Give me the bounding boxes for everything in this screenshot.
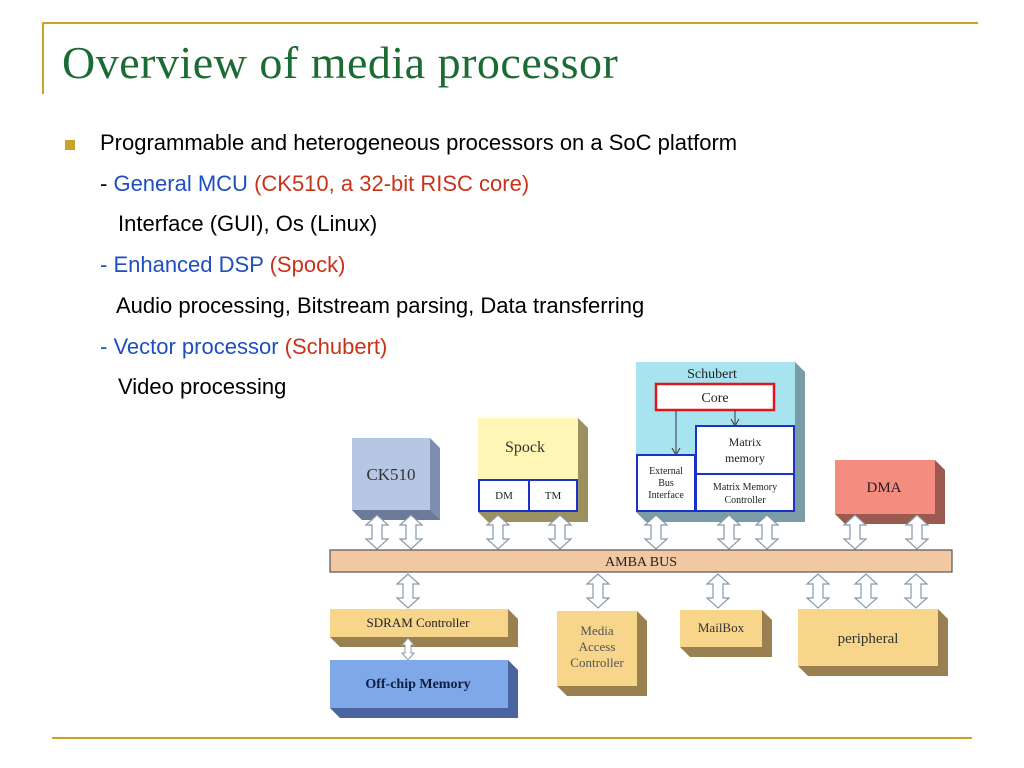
core-label: Core (701, 391, 728, 406)
dsp-name: - Enhanced DSP (100, 252, 264, 277)
offchip-label: Off-chip Memory (365, 677, 470, 692)
sdram-label: SDRAM Controller (367, 615, 471, 630)
ebi-line2: Bus (658, 478, 674, 489)
peripheral-bus-arrow-icon (806, 573, 830, 609)
ebi-line1: External (649, 466, 683, 477)
matrix-memory-controller-box (695, 473, 795, 512)
vp-name: - Vector processor (100, 334, 279, 359)
dsp-line: - Enhanced DSP (Spock) (100, 252, 345, 278)
mmc-line1: Matrix Memory (713, 482, 777, 493)
mailbox-bus-arrow-icon (706, 573, 730, 609)
mcu-dash: - (100, 171, 114, 196)
schubert-label: Schubert (687, 367, 737, 382)
mcu-line: - General MCU (CK510, a 32-bit RISC core… (100, 171, 529, 197)
matrix-memory-line1: Matrix (729, 435, 762, 449)
vp-line: - Vector processor (Schubert) (100, 334, 387, 360)
mmc-line2: Controller (724, 495, 766, 506)
mailbox-block: MailBox (680, 610, 772, 657)
vp-detail: (Schubert) (284, 334, 388, 359)
matrix-memory-line2: memory (725, 451, 765, 465)
peripheral-block: peripheral (798, 609, 948, 676)
tm-label: TM (545, 490, 562, 502)
mcu-desc: Interface (GUI), Os (Linux) (118, 211, 378, 236)
dma-block: DMA (835, 460, 945, 524)
ck510-label: CK510 (366, 465, 415, 484)
sdram-controller-block: SDRAM Controller (330, 609, 518, 647)
dm-box (478, 479, 530, 512)
mac-bus-arrow-icon (586, 573, 610, 609)
dma-label: DMA (866, 480, 901, 496)
dsp-detail: (Spock) (269, 252, 346, 277)
ck510-block: CK510 (352, 438, 440, 520)
external-bus-interface-box (636, 454, 696, 512)
bullet-main: Programmable and heterogeneous processor… (100, 130, 738, 155)
mac-line1: Media (580, 623, 613, 638)
vp-desc: Video processing (118, 374, 287, 399)
mac-line2: Access (579, 639, 616, 654)
peripheral-bus-arrow-icon (904, 573, 928, 609)
mailbox-label: MailBox (698, 620, 745, 635)
spock-block: Spock DM TM (478, 418, 588, 522)
mcu-name: General MCU (113, 171, 248, 196)
amba-bus-label: AMBA BUS (605, 555, 677, 570)
slide-title: Overview of media processor (62, 37, 619, 88)
dm-label: DM (495, 490, 513, 502)
bullet-square-icon (65, 140, 75, 150)
peripheral-bus-arrow-icon (854, 573, 878, 609)
peripheral-label: peripheral (838, 631, 899, 647)
tm-box (528, 479, 578, 512)
media-access-controller-block: Media Access Controller (557, 611, 647, 696)
mac-line3: Controller (570, 655, 624, 670)
ck510-bus-arrow-icon (365, 514, 389, 550)
schubert-block: Schubert Core Matrix memory Matrix Memor… (636, 362, 805, 522)
ebi-line3: Interface (648, 490, 684, 501)
mcu-detail: (CK510, a 32-bit RISC core) (254, 171, 530, 196)
ck510-bus-arrow-icon (399, 514, 423, 550)
amba-bus: AMBA BUS (329, 549, 953, 573)
matrix-memory-box (695, 425, 795, 475)
footer-rule (52, 737, 972, 739)
dsp-desc: Audio processing, Bitstream parsing, Dat… (116, 293, 645, 318)
sdram-bus-arrow-icon (396, 573, 420, 609)
title-rule-top (42, 22, 978, 24)
title-rule-left (42, 22, 44, 94)
spock-label: Spock (505, 439, 545, 456)
core-box (654, 382, 776, 412)
offchip-memory-block: Off-chip Memory (330, 660, 518, 718)
